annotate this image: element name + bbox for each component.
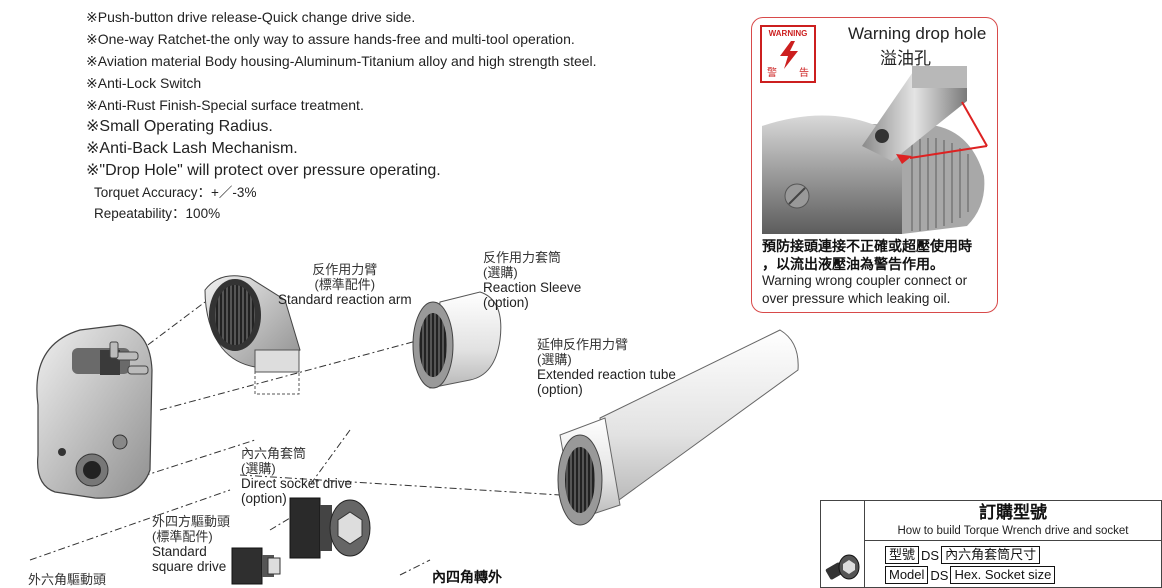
feature-item: ※Anti-Rust Finish-Special surface treatm… (86, 97, 364, 113)
socket-icon (825, 554, 860, 580)
feature-item: ※"Drop Hole" will protect over pressure … (86, 162, 441, 179)
order-table-header: 訂購型號 How to build Torque Wrench drive an… (865, 501, 1161, 541)
warning-note-zh: 預防接頭連接不正確或超壓使用時 ，以流出液壓油為警告作用。 (762, 238, 972, 272)
spec-repeatability: Repeatability：100% (94, 206, 221, 221)
feature-item: ※Anti-Back Lash Mechanism. (86, 140, 298, 157)
label-extended-tube: 延伸反作用力臂 (選購) Extended reaction tube (opt… (537, 337, 676, 397)
warning-note-en: Warning wrong coupler connect or over pr… (762, 273, 968, 306)
warning-drop-hole-callout: WARNING 警 告 Warning drop hole 溢油孔 (751, 17, 998, 313)
feature-item: ※Small Operating Radius. (86, 118, 273, 135)
spec-accuracy: Torquet Accuracy：+／-3% (94, 185, 257, 200)
label-direct-socket: 內六角套筒 (選購) Direct socket drive (option) (241, 446, 353, 506)
lightning-bolt-icon (780, 41, 798, 69)
warning-badge-zh-right: 告 (799, 68, 809, 79)
order-row-zh: 型號 DS 內六角套筒尺寸 (885, 545, 1161, 565)
warning-title-en: Warning drop hole (848, 24, 987, 43)
feature-item: ※Push-button drive release-Quick change … (86, 9, 416, 25)
warning-badge-text: WARNING (768, 29, 808, 38)
feature-item: ※Aviation material Body housing-Aluminum… (86, 53, 597, 69)
warning-badge: WARNING 警 告 (760, 25, 816, 83)
label-reaction-arm: 反作用力臂 (標準配件) Standard reaction arm (278, 262, 412, 307)
drop-hole-photo (762, 66, 988, 234)
warning-title-zh: 溢油孔 (880, 49, 931, 68)
feature-item: ※One-way Ratchet-the only way to assure … (86, 31, 575, 47)
warning-badge-zh-left: 警 (767, 68, 777, 79)
exploded-diagram (29, 275, 799, 585)
label-hex-drive: 外六角驅動頭 (28, 572, 107, 587)
feature-item: ※Anti-Lock Switch (86, 75, 202, 91)
label-square-drive: 外四方驅動頭 (標準配件) Standard square drive (152, 514, 231, 574)
order-row-en: Model DS Hex. Socket size (885, 565, 1161, 585)
label-reaction-sleeve: 反作用力套筒 (選購) Reaction Sleeve (option) (483, 250, 582, 310)
order-model-table: 訂購型號 How to build Torque Wrench drive an… (820, 500, 1162, 588)
feature-list: ※Push-button drive release-Quick change … (86, 6, 726, 224)
label-inner-square: 內四角轉外 (432, 569, 502, 585)
